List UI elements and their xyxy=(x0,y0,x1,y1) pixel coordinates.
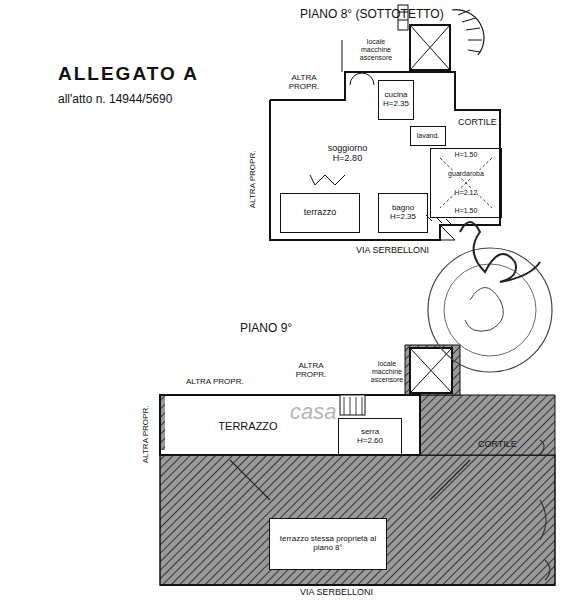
room: terrazzo xyxy=(280,193,360,233)
notary-stamp xyxy=(428,222,552,580)
room-label: locale macchine ascensore xyxy=(353,38,399,61)
room-label: guardaroba xyxy=(448,170,484,178)
plan-label: ALTRA PROPR. xyxy=(284,74,324,92)
room-label: TERRAZZO xyxy=(218,420,277,432)
room-label: H=1.50 xyxy=(455,207,478,215)
room: terrazzo stessa proprietà al piano 8° xyxy=(269,518,387,570)
room-label: serra xyxy=(361,428,379,437)
plan-label: VIA SERBELLONI xyxy=(356,246,429,256)
plan-label: VIA SERBELLONI xyxy=(300,588,373,598)
plan-label: all'atto n. 14944/5690 xyxy=(58,93,172,106)
room: cucinaH=2.35 xyxy=(378,80,414,120)
plan-label: PIANO 8° (SOTTOTETTO) xyxy=(300,8,444,21)
room-label: H=2.35 xyxy=(383,100,409,109)
room-label: terrazzo stessa proprietà al piano 8° xyxy=(270,535,386,553)
roof-hatching xyxy=(160,455,555,585)
room: locale macchine ascensore xyxy=(352,30,400,70)
room: serraH=2.60 xyxy=(338,418,402,456)
room-label: H=1.50 xyxy=(455,151,478,159)
walls-9 xyxy=(160,348,555,585)
room: lavand. xyxy=(410,126,446,146)
room: H=1.50guardarobaH=2.12H=1.50 xyxy=(430,148,502,218)
plan-label: ALTRA PROPR. xyxy=(292,362,330,380)
plan-label: CORTILE xyxy=(478,440,517,450)
plan-label: CORTILE xyxy=(458,118,497,128)
room-label: locale macchine ascensore xyxy=(366,360,408,383)
room-label: lavand. xyxy=(417,132,440,140)
room-label: H=2.60 xyxy=(357,437,383,446)
room: soggiornoH=2.80 xyxy=(290,118,405,190)
plan-label: PIANO 9° xyxy=(240,322,292,335)
plan-label: ALTRA PROPR. xyxy=(186,378,244,387)
walls-8 xyxy=(270,5,500,240)
room-label: bagno xyxy=(392,204,414,213)
plan-label: ALLEGATO A xyxy=(58,64,199,85)
room-label: H=2.12 xyxy=(455,189,478,197)
room-label: terrazzo xyxy=(304,208,337,218)
room: locale macchine ascensore xyxy=(365,352,409,392)
room: bagnoH=2.35 xyxy=(378,193,428,233)
room-label: soggiorno xyxy=(328,144,368,154)
plan-label: ALTRA PROPR. xyxy=(142,406,151,464)
room-label: cucina xyxy=(384,91,407,100)
room-label: H=2.35 xyxy=(390,213,416,222)
plan-label: ALTRA PROPR. xyxy=(249,151,258,209)
room-label: H=2.80 xyxy=(333,154,362,164)
watermark: casa xyxy=(290,400,336,424)
